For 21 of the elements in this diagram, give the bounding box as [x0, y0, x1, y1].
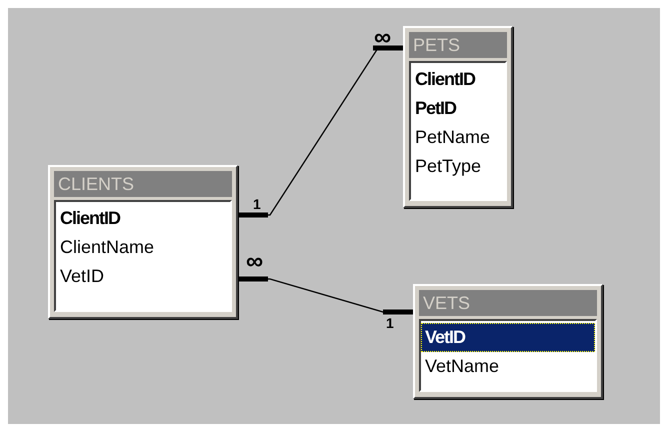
field-name: PetType: [414, 155, 482, 178]
table-title-bar: VETS: [419, 290, 597, 316]
field-name: VetName: [424, 355, 500, 378]
cardinality-label: 1: [386, 316, 394, 330]
table-title-bar: CLIENTS: [54, 171, 232, 197]
field-name: PetID: [414, 97, 458, 120]
field-name: VetID: [59, 265, 106, 288]
field-name: PetName: [414, 126, 492, 149]
relationship-line: [238, 46, 403, 218]
table-window: [48, 165, 238, 319]
table-window: [413, 284, 603, 399]
cardinality-label: ∞: [246, 252, 264, 272]
selected-field-row: VetID: [421, 323, 595, 352]
table-window: [403, 26, 513, 208]
cardinality-label: 1: [253, 197, 261, 211]
relationship-line: [238, 276, 413, 314]
field-name: ClientID: [59, 207, 122, 230]
field-name: ClientName: [59, 236, 156, 259]
field-name: ClientID: [414, 68, 476, 91]
table-title-bar: PETS: [409, 32, 507, 58]
cardinality-label: ∞: [374, 28, 392, 48]
